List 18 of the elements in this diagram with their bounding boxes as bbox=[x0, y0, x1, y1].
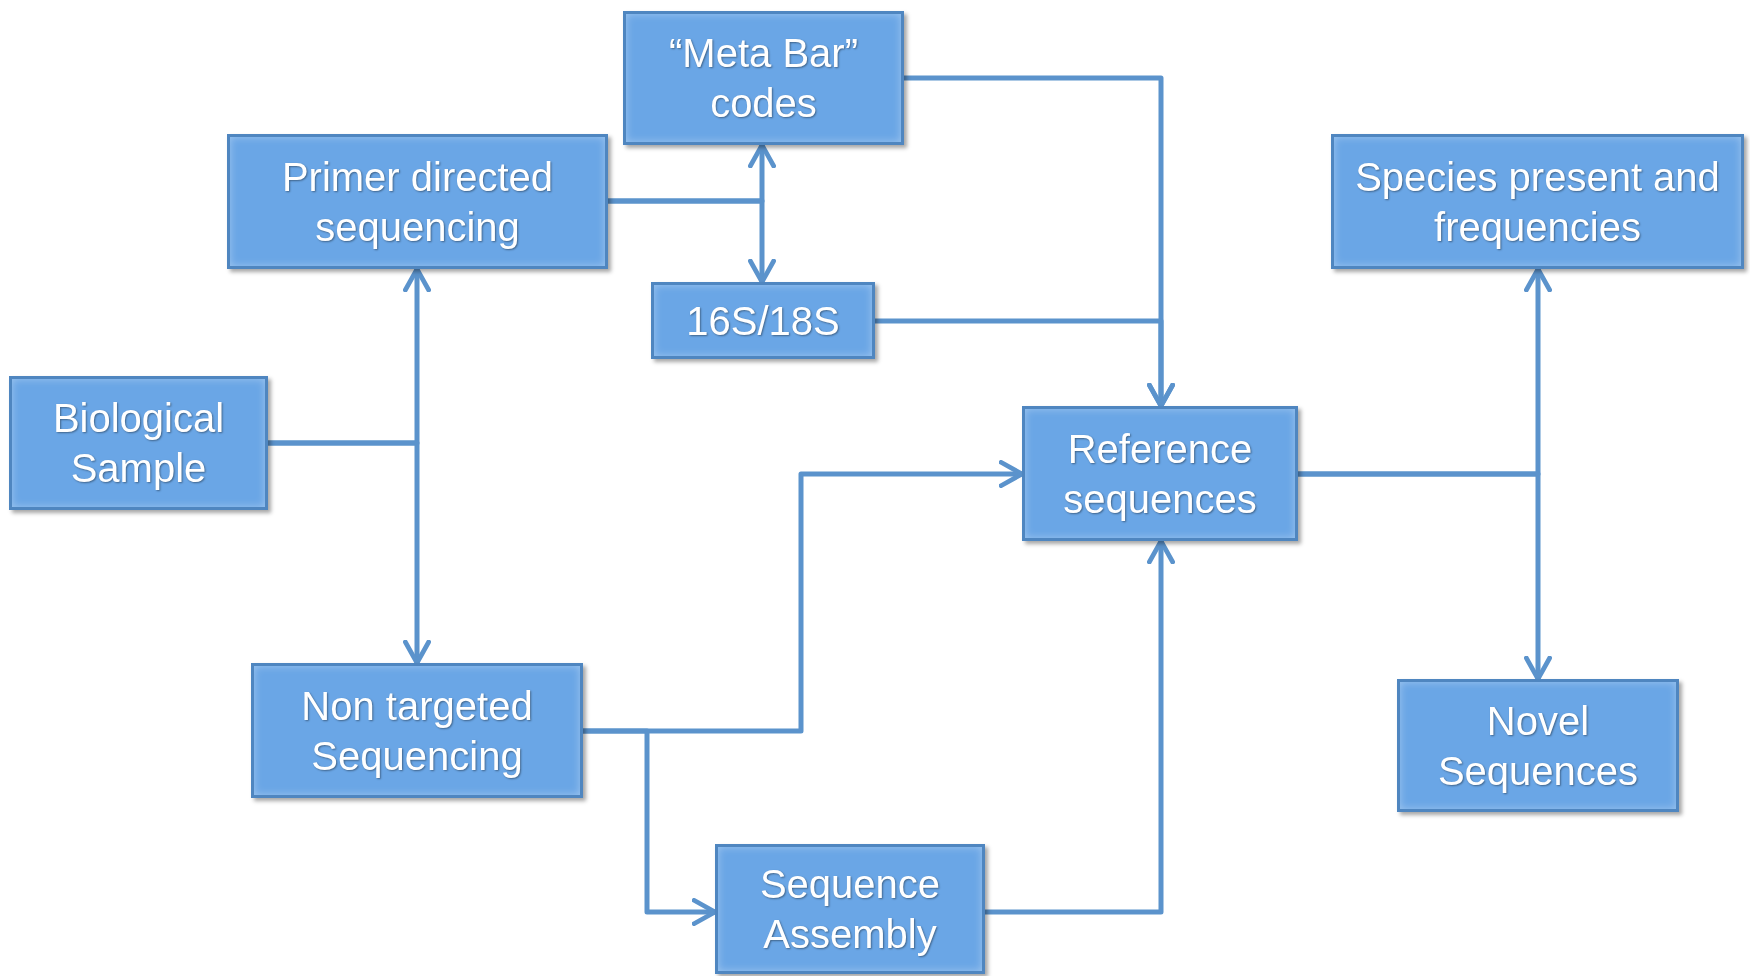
process-box bbox=[227, 134, 608, 269]
box-label: Species present and frequencies bbox=[1354, 153, 1721, 251]
process-box bbox=[251, 663, 583, 798]
process-box bbox=[9, 376, 268, 510]
box-label: Reference sequences bbox=[1062, 425, 1258, 523]
box-label: “Meta Bar” codes bbox=[668, 30, 859, 127]
box-label: Primer directed sequencing bbox=[280, 153, 555, 251]
process-box bbox=[1397, 679, 1679, 812]
process-box bbox=[715, 844, 985, 974]
box-label: Novel Sequences bbox=[1436, 697, 1640, 795]
box-label: Sequence Assembly bbox=[758, 861, 942, 958]
process-box bbox=[623, 11, 904, 145]
box-label: 16S/18S bbox=[686, 297, 840, 345]
process-box bbox=[1022, 406, 1298, 541]
process-box bbox=[1331, 134, 1744, 269]
box-label: Biological Sample bbox=[51, 395, 226, 492]
box-label: Non targeted Sequencing bbox=[300, 682, 534, 780]
process-box bbox=[651, 282, 875, 359]
